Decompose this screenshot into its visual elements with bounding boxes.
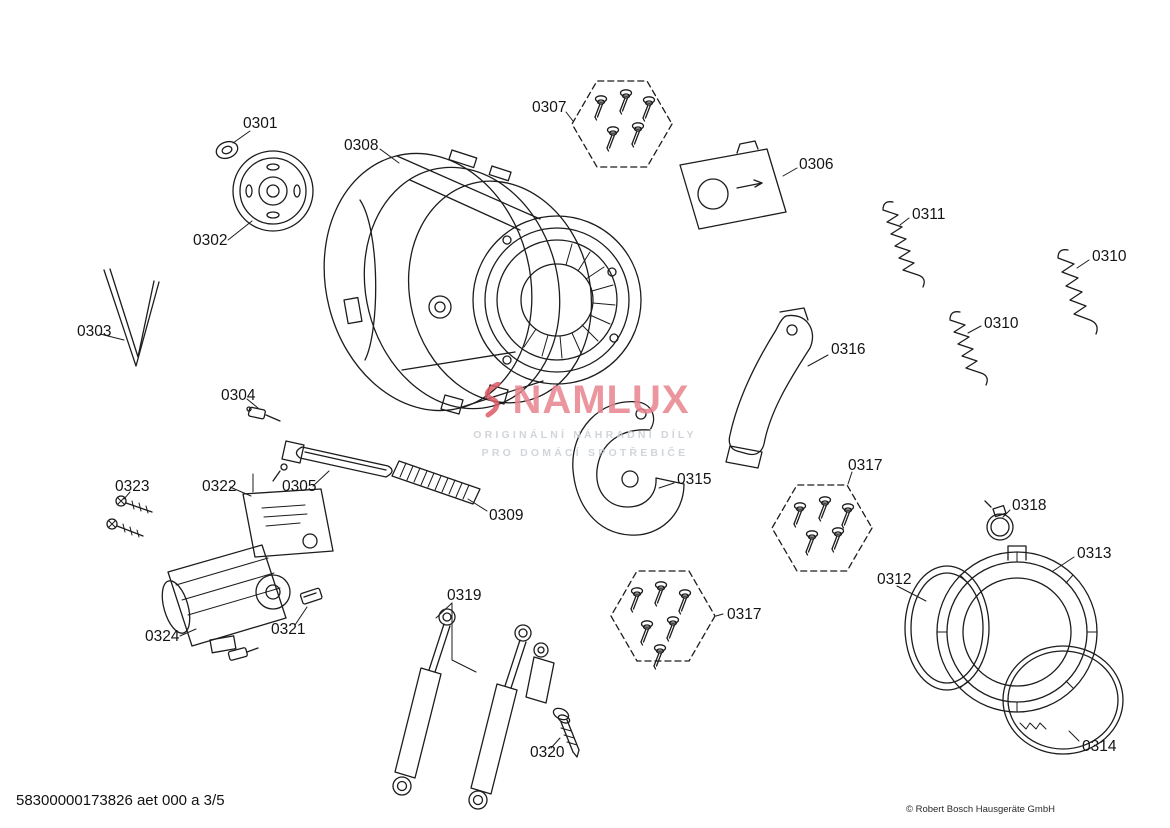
part-label-0304: 0304 xyxy=(221,387,256,404)
part-0304-sensor xyxy=(246,406,281,422)
copyright-notice: © Robert Bosch Hausgeräte GmbH xyxy=(905,804,1055,815)
part-0315-counterweight-bracket xyxy=(572,401,685,536)
part-label-0315: 0315 xyxy=(677,471,711,488)
leader-lines xyxy=(99,111,1090,749)
part-label-0319: 0319 xyxy=(447,587,481,604)
part-label-0321: 0321 xyxy=(271,621,305,638)
part-label-0306: 0306 xyxy=(799,156,833,173)
part-0322-sheet xyxy=(242,488,334,558)
part-label-0305: 0305 xyxy=(282,478,316,495)
part-label-0312: 0312 xyxy=(877,571,911,588)
part-label-0308: 0308 xyxy=(344,137,378,154)
part-0319-shock-absorbers xyxy=(392,608,555,810)
part-0317-screw-kit-lower xyxy=(610,570,716,670)
part-label-0310-right: 0310 xyxy=(1092,248,1127,265)
part-labels: 0301 0302 0303 0304 0305 0306 0307 0308 … xyxy=(77,99,1127,761)
part-0324-motor xyxy=(161,544,291,654)
part-0306-cover-plate xyxy=(679,140,787,230)
part-0318-hose-clamp xyxy=(984,500,1014,541)
part-0308-tub-assembly xyxy=(323,149,642,415)
part-0320-screw xyxy=(552,707,580,758)
part-label-0303: 0303 xyxy=(77,323,111,340)
part-label-0317-lower: 0317 xyxy=(727,606,761,623)
part-0323-screws xyxy=(106,495,153,538)
part-0317-screw-kit-upper xyxy=(771,484,873,572)
part-0314-clamp-ring xyxy=(1002,645,1124,755)
part-0312-gasket-ring xyxy=(904,565,990,691)
part-label-0317-upper: 0317 xyxy=(848,457,882,474)
part-0305-heating-element xyxy=(272,440,393,482)
part-0302-pulley xyxy=(232,150,314,232)
part-label-0323: 0323 xyxy=(115,478,149,495)
part-label-0322: 0322 xyxy=(202,478,236,495)
part-label-0313: 0313 xyxy=(1077,545,1111,562)
part-0311-spring xyxy=(882,201,925,288)
part-label-0311: 0311 xyxy=(912,206,945,223)
part-label-0320: 0320 xyxy=(530,744,565,761)
part-label-0301: 0301 xyxy=(243,115,277,132)
document-code: 58300000173826 aet 000 a 3/5 xyxy=(16,792,225,809)
part-label-0302: 0302 xyxy=(193,232,227,249)
part-label-0307: 0307 xyxy=(532,99,566,116)
part-0316-hinge-arm xyxy=(725,307,814,469)
part-label-0324: 0324 xyxy=(145,628,180,645)
part-label-0318: 0318 xyxy=(1012,497,1046,514)
part-0307-screw-kit xyxy=(571,80,673,168)
part-0303-drive-belt xyxy=(103,268,160,367)
part-label-0314: 0314 xyxy=(1082,738,1117,755)
part-label-0309: 0309 xyxy=(489,507,523,524)
part-0313-door-bellow xyxy=(936,545,1098,713)
part-0309-rib-strip xyxy=(391,460,481,505)
part-0321-connector xyxy=(227,587,323,661)
part-0310-spring-right xyxy=(1057,249,1098,335)
part-label-0310-middle: 0310 xyxy=(984,315,1019,332)
part-0310-spring-middle xyxy=(949,311,988,386)
part-label-0316: 0316 xyxy=(831,341,865,358)
part-0301-seal-cap xyxy=(215,140,239,160)
